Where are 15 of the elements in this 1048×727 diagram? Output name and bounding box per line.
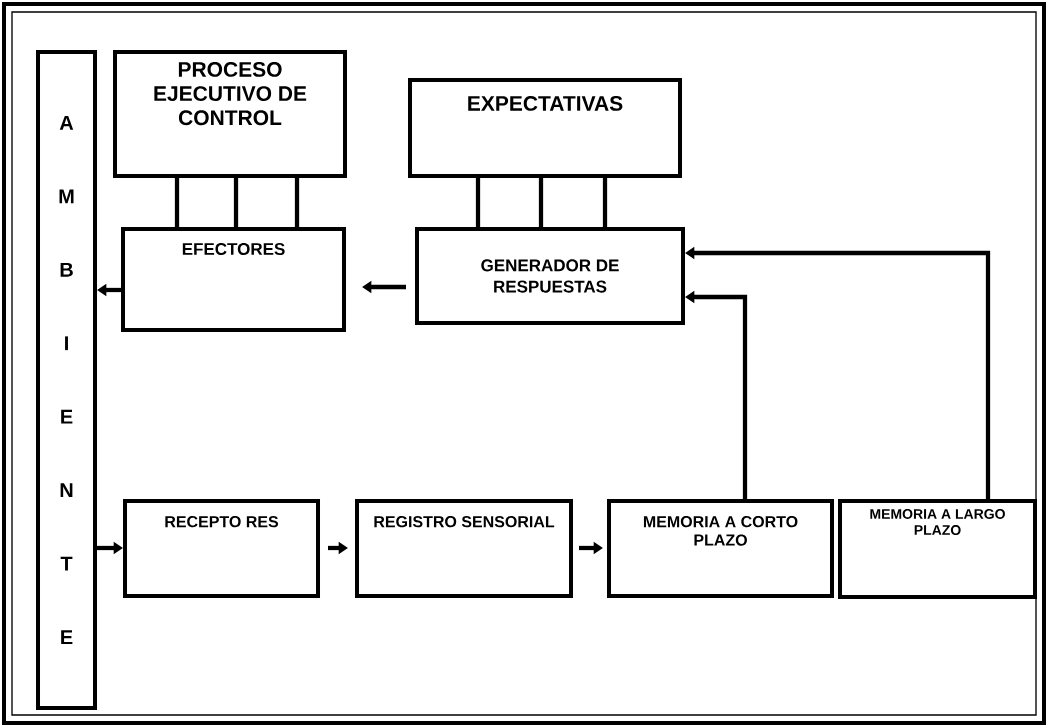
process-box: RECEPTO RES (123, 499, 320, 598)
process-box: PROCESO EJECUTIVO DE CONTROL (113, 50, 347, 178)
connector-line (174, 178, 180, 227)
connector-line (602, 178, 608, 227)
vertical-bar: AMBIENTE (36, 50, 97, 710)
process-box: GENERADOR DE RESPUESTAS (415, 227, 685, 325)
process-box: MEMORIA A CORTO PLAZO (607, 499, 834, 598)
connector-line (538, 178, 544, 227)
process-box: MEMORIA A LARGO PLAZO (838, 499, 1037, 599)
connector-line (475, 178, 481, 227)
process-box: REGISTRO SENSORIAL (355, 499, 573, 598)
process-box: EXPECTATIVAS (408, 78, 682, 178)
connector-line (294, 178, 300, 227)
connector-line (233, 178, 239, 227)
process-box: EFECTORES (121, 227, 346, 332)
